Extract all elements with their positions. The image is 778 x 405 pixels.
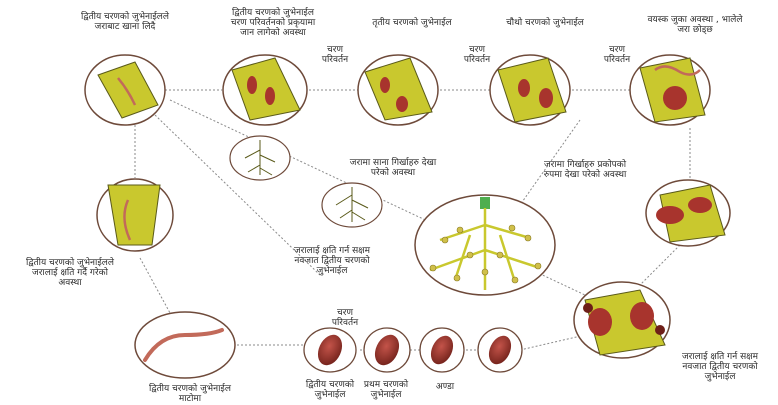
label-j2-soil: द्वितीय चरणको जुभेनाईल माटोमा: [130, 384, 250, 404]
stage4-circle: [490, 55, 570, 125]
stage2-feeding-circle: [85, 55, 165, 125]
egg-stages: [304, 328, 522, 372]
stage2-molt-circle: [223, 55, 307, 125]
label-adult: वयस्क जुका अवस्था , भालेले जरा छोड्छ: [625, 15, 765, 35]
adult-circle: [630, 55, 710, 125]
label-infective-center: जरालाई क्षति गर्न सक्षम नवजात द्वितीय चर…: [272, 246, 392, 276]
label-small-galls: जरामा साना गिर्खाहरु देखा परेको अवस्था: [328, 158, 458, 178]
label-molt-3: चरण परिवर्तन: [592, 45, 642, 65]
label-stage2-molt: द्वितीय चरणको जुभेनाईल चरण परिवर्तनको प्…: [208, 8, 338, 38]
small-galls-roots: [230, 136, 382, 227]
egg-mass-circle: [574, 282, 670, 358]
galled-root-system: [415, 195, 555, 295]
label-stage4: चौथो चरणको जुभेनाईल: [495, 18, 595, 28]
label-infective-right: जरालाई क्षति गर्न सक्षम नवजात द्वितीय चर…: [665, 352, 775, 382]
label-stage3: तृतीय चरणको जुभेनाईल: [362, 18, 462, 28]
mature-female-circle: [646, 180, 730, 246]
label-molt-bottom: चरण परिवर्तन: [320, 308, 370, 328]
label-j1-egg: प्रथम चरणको जुभेनाईल: [346, 380, 426, 400]
label-stage2-roots-enter: द्वितीय चरणको जुभेनाईलले जराबाट खाना लिद…: [65, 12, 185, 32]
stage3-circle: [358, 55, 438, 125]
label-severe-galls: जरामा गिर्खाहरु प्रकोपको रुपमा देखा परेक…: [520, 160, 650, 180]
label-egg: अण्डा: [420, 382, 470, 392]
stage2-damaging-circle: [97, 179, 173, 251]
label-molt-2: चरण परिवर्तन: [452, 45, 502, 65]
label-molt-1: चरण परिवर्तन: [310, 45, 360, 65]
stage2-soil-circle: [135, 312, 235, 378]
label-damaging-left: द्वितीय चरणको जुभेनाईलले जरालाई क्षति गर…: [5, 258, 135, 288]
